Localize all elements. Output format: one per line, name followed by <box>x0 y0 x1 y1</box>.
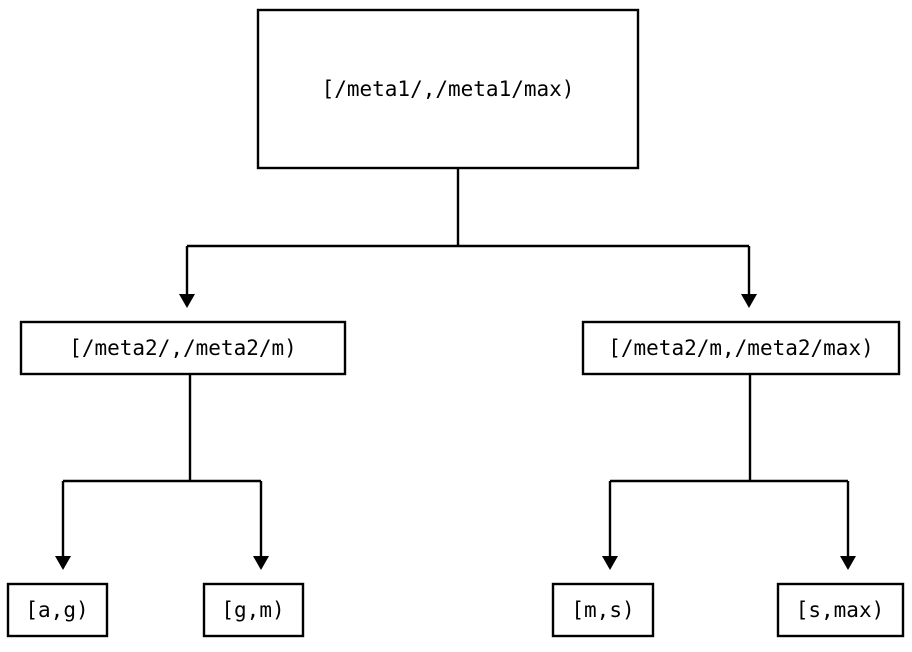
node-mid-right[interactable]: [/meta2/m,/meta2/max) <box>581 320 901 376</box>
node-leaf-s-max[interactable]: [s,max) <box>776 582 905 638</box>
node-leaf-a-g-box <box>6 582 109 638</box>
node-leaf-s-max-box <box>776 582 905 638</box>
node-leaf-m-s[interactable]: [m,s) <box>551 582 655 638</box>
node-mid-left-label: [/meta2/,/meta2/m) <box>69 336 297 360</box>
node-mid-right-label: [/meta2/m,/meta2/max) <box>608 336 874 360</box>
node-root-box <box>256 8 640 170</box>
arrowhead-icon-leaf-s-max <box>840 556 856 570</box>
node-leaf-a-g[interactable]: [a,g) <box>6 582 109 638</box>
node-mid-right-box <box>581 320 901 376</box>
node-mid-left[interactable]: [/meta2/,/meta2/m) <box>19 320 347 376</box>
arrowhead-icon-mid-right <box>741 294 757 308</box>
arrowhead-icon-leaf-g-m <box>253 556 269 570</box>
node-leaf-g-m[interactable]: [g,m) <box>202 582 305 638</box>
node-root[interactable]: [/meta1/,/meta1/max) <box>256 8 640 170</box>
arrowhead-icon-leaf-m-s <box>602 556 618 570</box>
connector-midright-to-leaves <box>602 374 856 570</box>
connector-root-to-level1 <box>179 168 757 308</box>
node-leaf-m-s-label: [m,s) <box>571 598 634 622</box>
node-leaf-g-m-label: [g,m) <box>221 598 284 622</box>
node-leaf-s-max-label: [s,max) <box>796 598 885 622</box>
node-leaf-m-s-box <box>551 582 655 638</box>
arrowhead-icon-leaf-a-g <box>55 556 71 570</box>
connector-midleft-to-leaves <box>55 374 269 570</box>
node-root-label: [/meta1/,/meta1/max) <box>322 77 575 101</box>
node-leaf-g-m-box <box>202 582 305 638</box>
node-leaf-a-g-label: [a,g) <box>25 598 88 622</box>
node-mid-left-box <box>19 320 347 376</box>
arrowhead-icon-mid-left <box>179 294 195 308</box>
